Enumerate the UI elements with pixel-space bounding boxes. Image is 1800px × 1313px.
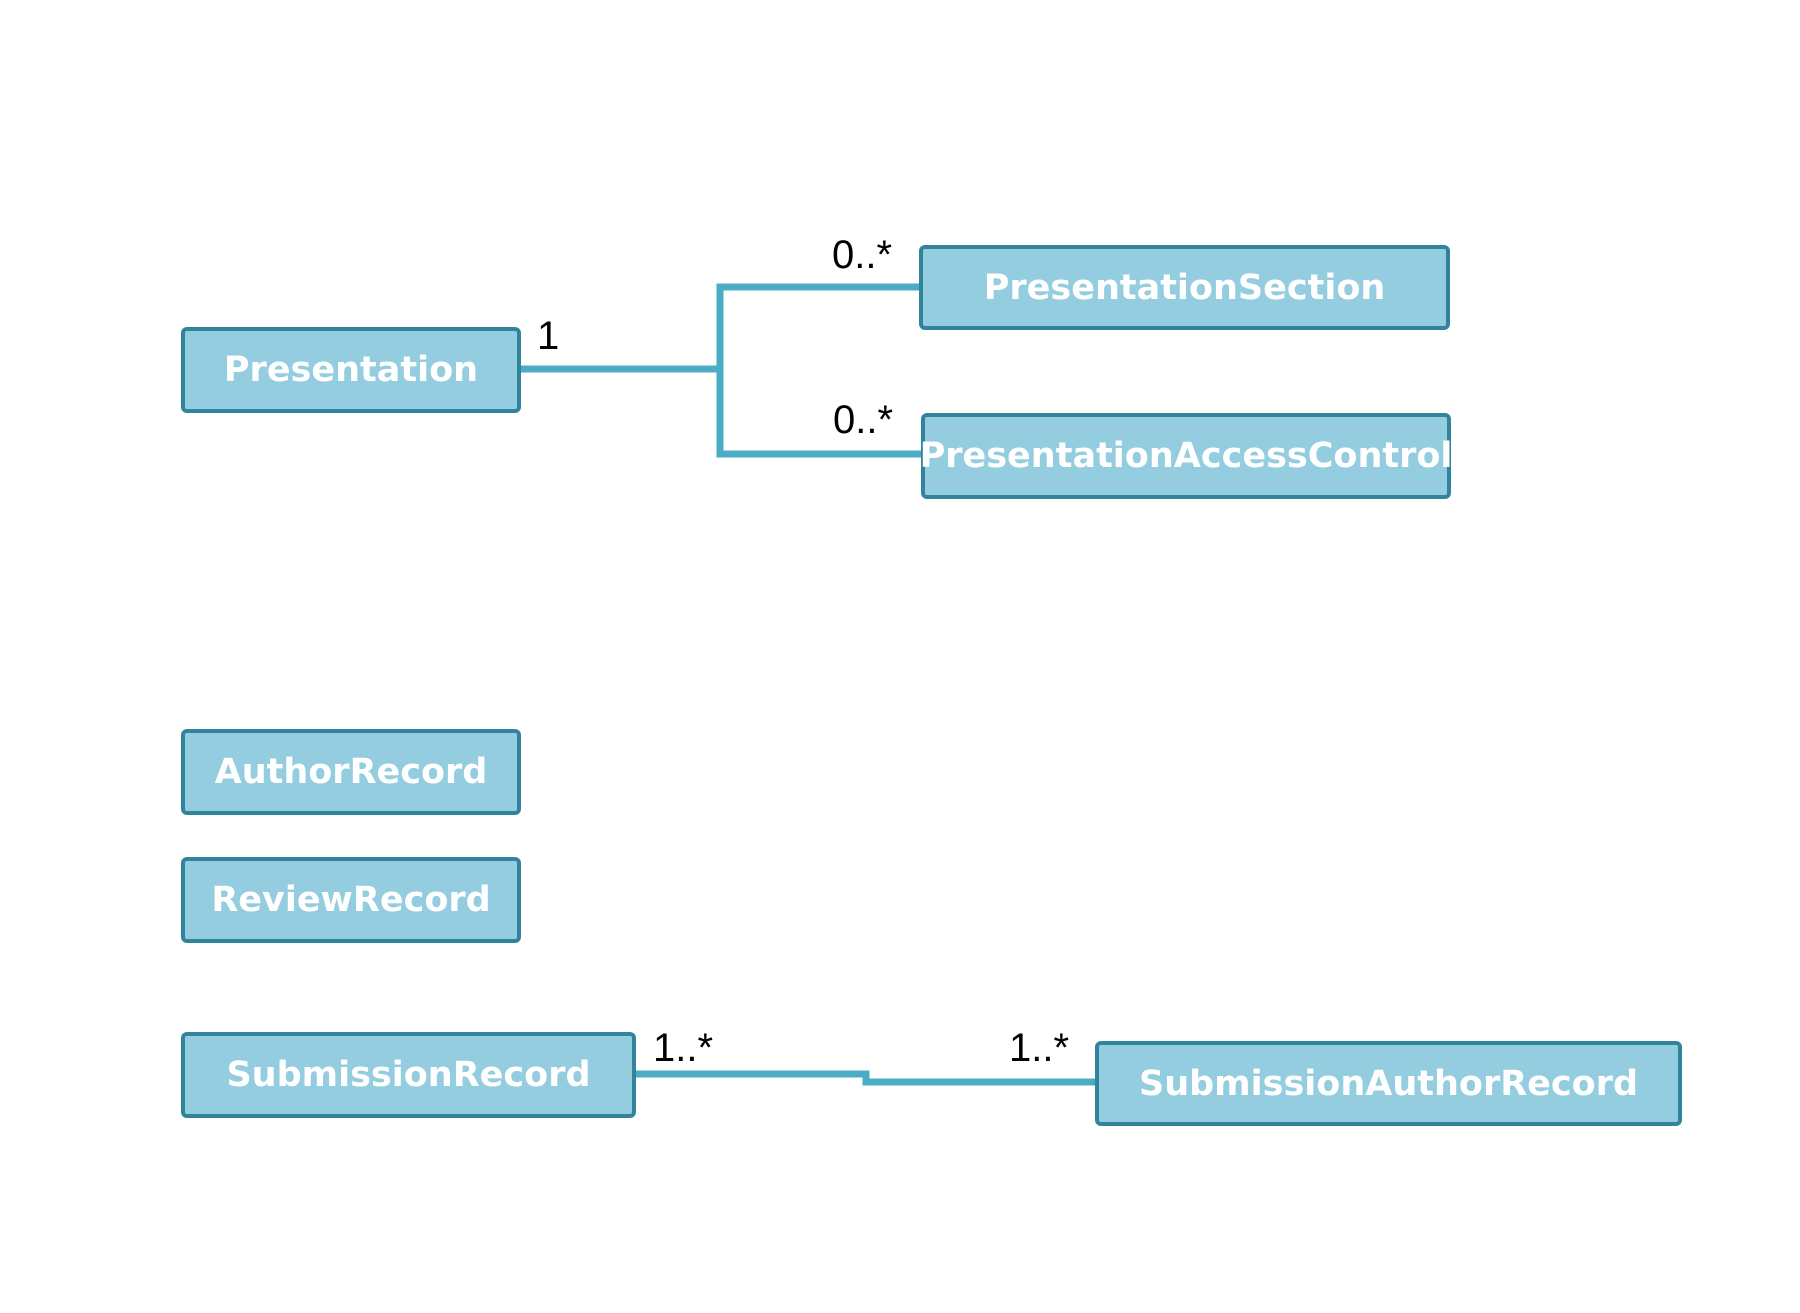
connector-presentation-section (716, 283, 920, 369)
entity-presentation[interactable]: Presentation (181, 327, 521, 413)
entity-submission-record[interactable]: SubmissionRecord (181, 1032, 636, 1118)
connector-presentation-access-control (716, 369, 922, 458)
multiplicity-presentation-section: 0..* (832, 233, 893, 277)
connector-submission-author (634, 1070, 1096, 1086)
multiplicity-presentation-access-control: 0..* (833, 398, 894, 442)
multiplicity-submission-author-record: 1..* (1009, 1026, 1070, 1070)
multiplicity-submission-record: 1..* (653, 1026, 714, 1070)
entity-presentation-access-control[interactable]: PresentationAccessControl (920, 413, 1452, 499)
entity-author-record[interactable]: AuthorRecord (181, 729, 521, 815)
entity-submission-author-record[interactable]: SubmissionAuthorRecord (1095, 1041, 1682, 1126)
entity-presentation-section[interactable]: PresentationSection (919, 245, 1450, 330)
entity-review-record[interactable]: ReviewRecord (181, 857, 521, 943)
multiplicity-presentation: 1 (537, 314, 560, 358)
